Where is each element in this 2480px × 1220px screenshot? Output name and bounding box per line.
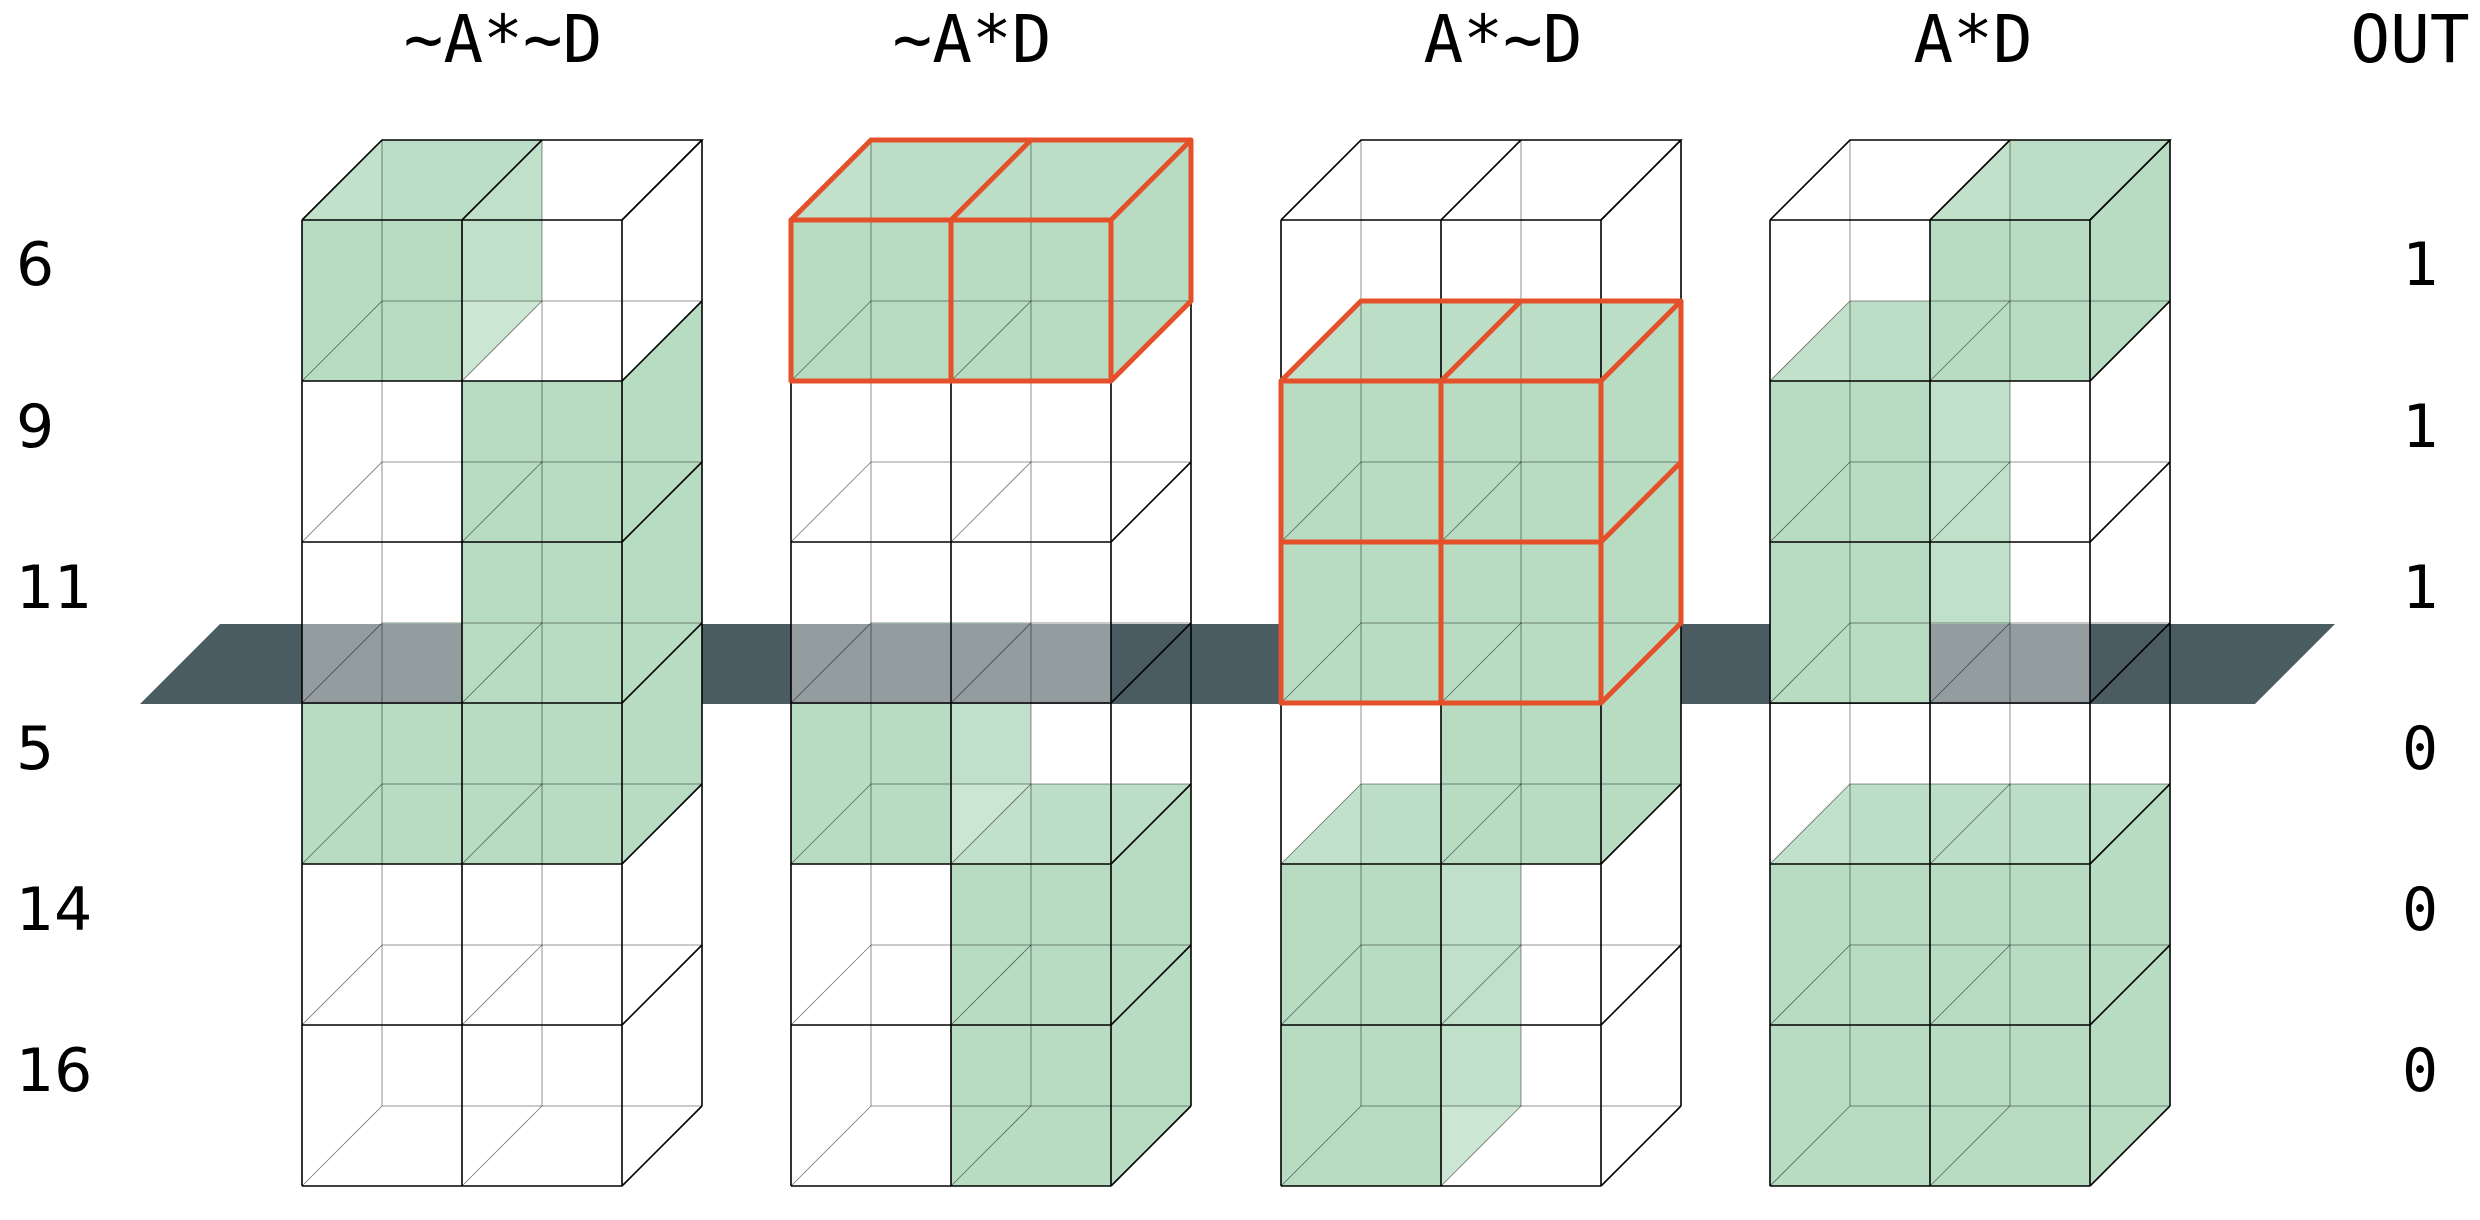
column-headers: ~A*~D ~A*D A*~D A*D OUT: [404, 1, 2470, 78]
column-header: A*D: [1913, 1, 2032, 78]
out-header: OUT: [2350, 1, 2469, 78]
row-label: 14: [16, 875, 92, 945]
output-value: 1: [2402, 553, 2438, 623]
row-label: 5: [16, 714, 54, 784]
row-label: 9: [16, 392, 54, 462]
row-labels: 6 9 11 5 14 16: [16, 230, 92, 1106]
highlight-group: [788, 137, 1194, 384]
cube-column: [1769, 139, 2172, 1187]
cube-columns: [301, 139, 2172, 1187]
output-value: 1: [2402, 230, 2438, 300]
output-values: 1 1 1 0 0 0: [2402, 230, 2438, 1106]
row-label: 6: [16, 230, 54, 300]
highlight-groups: [788, 137, 1684, 706]
row-label: 11: [16, 553, 92, 623]
cube-column: [301, 139, 704, 1187]
cube-column: [1280, 139, 1683, 1187]
output-value: 1: [2402, 392, 2438, 462]
column-wireframe: [301, 139, 704, 1187]
column-header: A*~D: [1424, 1, 1583, 78]
output-value: 0: [2402, 714, 2438, 784]
highlight-group: [1278, 298, 1684, 706]
output-value: 0: [2402, 1036, 2438, 1106]
column-wireframe: [1769, 139, 2172, 1187]
column-header: ~A*D: [893, 1, 1052, 78]
output-value: 0: [2402, 875, 2438, 945]
row-label: 16: [16, 1036, 92, 1106]
column-header: ~A*~D: [404, 1, 603, 78]
